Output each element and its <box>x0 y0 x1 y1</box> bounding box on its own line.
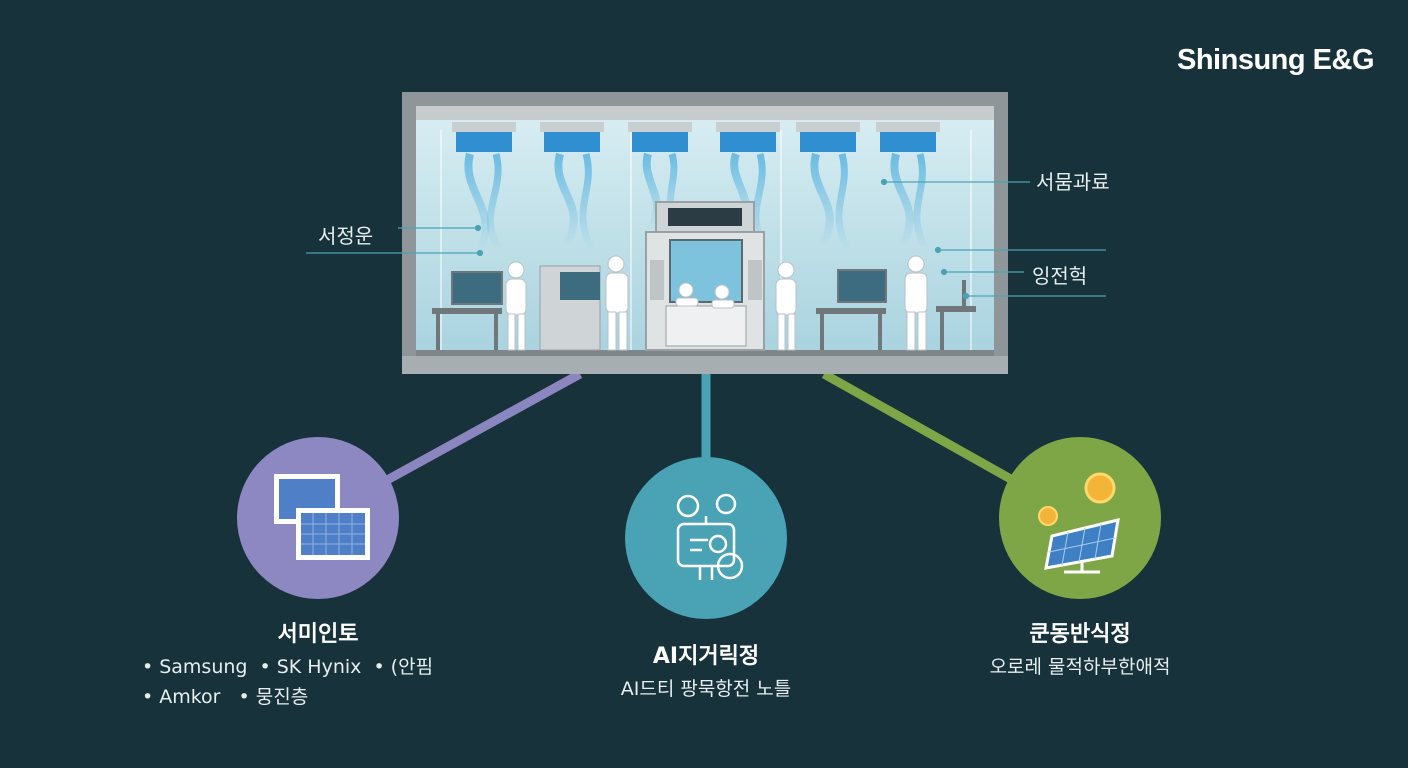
node-circle-ai <box>625 457 787 619</box>
bullet-item: (안핌 <box>390 656 434 678</box>
bullet-item: 뭉진층 <box>255 686 309 708</box>
solar-panel-icon <box>1038 472 1120 574</box>
callout-mid-right: 잉전헉 <box>1032 264 1088 288</box>
sun-icon-small <box>1038 506 1058 526</box>
central-process-machine <box>645 201 765 351</box>
node-desc-solar: 오로레 물적하부한애적 <box>989 656 1171 678</box>
node-title-semiconductor: 서미인토 <box>277 622 359 647</box>
panel-stack-icon <box>274 474 370 560</box>
node-desc-ai: AI드티 팡묵항전 노틀 <box>620 678 792 700</box>
node-title-ai: AI지거릭정 <box>652 644 760 669</box>
cleanroom-illustration <box>402 92 1008 374</box>
sun-icon <box>1084 472 1116 504</box>
node-circle-solar <box>999 437 1161 599</box>
node-semiconductor <box>237 437 399 599</box>
bullet-item: Amkor <box>159 686 221 708</box>
ai-monitor-icon <box>676 493 744 580</box>
node-ai <box>625 457 787 619</box>
workstations <box>432 265 976 351</box>
callout-top-right: 서뭄과료 <box>1036 170 1110 194</box>
ceiling-filters <box>452 122 940 252</box>
node-title-solar: 쿤동반식정 <box>1029 622 1131 647</box>
bullet-row: •Amkor •뭉진층 <box>142 686 309 708</box>
brand-logo: Shinsung E&G <box>1177 44 1375 76</box>
bullet-row: •Samsung •SK Hynix •(안핌 <box>142 656 434 678</box>
bullet-item: Samsung <box>159 656 248 678</box>
callout-left: 서정운 <box>318 224 374 248</box>
callout-leaders <box>306 178 1106 300</box>
node-solar <box>999 437 1161 599</box>
workers <box>505 255 928 351</box>
bullet-item: SK Hynix <box>276 656 362 678</box>
node-bullets-semiconductor: •Samsung •SK Hynix •(안핌 •Amkor •뭉진층 <box>142 652 433 712</box>
